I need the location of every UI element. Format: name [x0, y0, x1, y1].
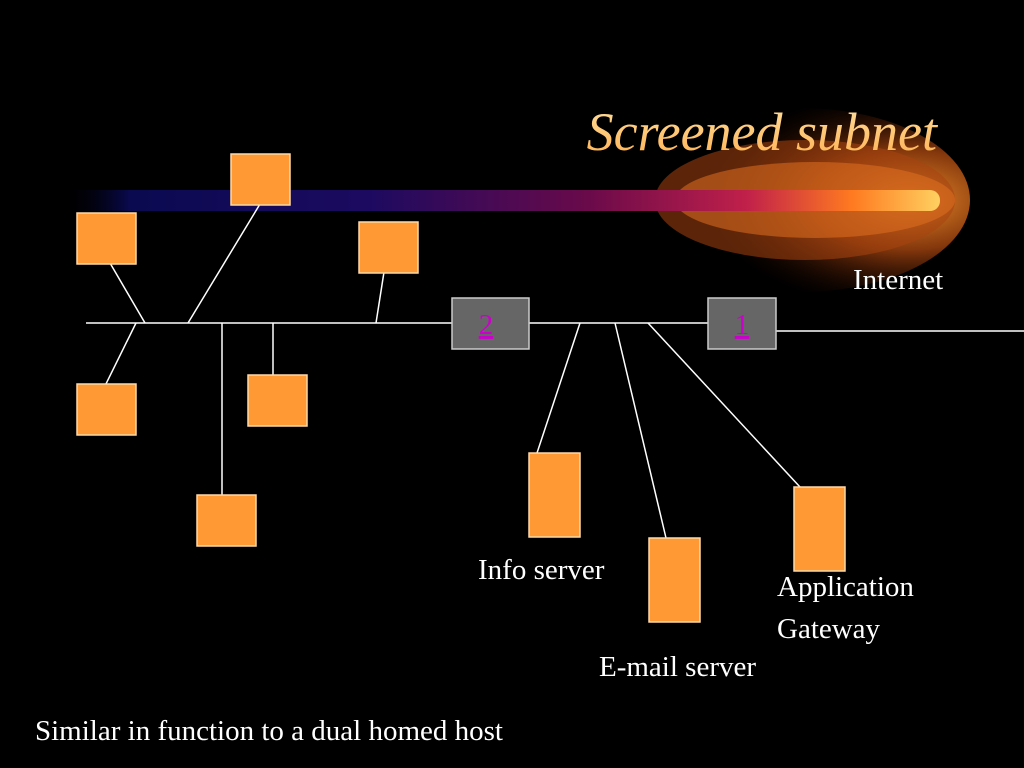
- app-gateway-label-line2: Gateway: [777, 613, 881, 645]
- link-host-b: [187, 203, 261, 324]
- host-box: [358, 221, 419, 274]
- app-gateway-box: [793, 486, 846, 572]
- slide-caption: Similar in function to a dual homed host: [35, 715, 503, 747]
- link-host-c: [375, 271, 385, 324]
- app-gateway-label-line1: Application: [777, 571, 914, 603]
- router-1: 1: [707, 297, 777, 350]
- link-email-server: [614, 322, 667, 539]
- router-1-label: 1: [735, 309, 750, 341]
- email-server-box: [648, 537, 701, 623]
- host-box: [196, 494, 257, 547]
- host-box: [247, 374, 308, 427]
- host-box: [230, 153, 291, 206]
- router-2-label: 2: [479, 309, 494, 341]
- info-server-label: Info server: [478, 554, 605, 586]
- info-server-box: [528, 452, 581, 538]
- link-info-server: [536, 322, 581, 454]
- page-title: Screened subnet: [587, 102, 939, 162]
- network-links: [86, 203, 1024, 539]
- host-box: [76, 212, 137, 265]
- link-host-d: [101, 322, 137, 393]
- email-server-label: E-mail server: [599, 651, 757, 683]
- link-host-a: [109, 262, 146, 324]
- router-2: 2: [451, 297, 530, 350]
- link-app-gateway: [647, 322, 801, 488]
- internet-label: Internet: [853, 264, 944, 296]
- host-box: [76, 383, 137, 436]
